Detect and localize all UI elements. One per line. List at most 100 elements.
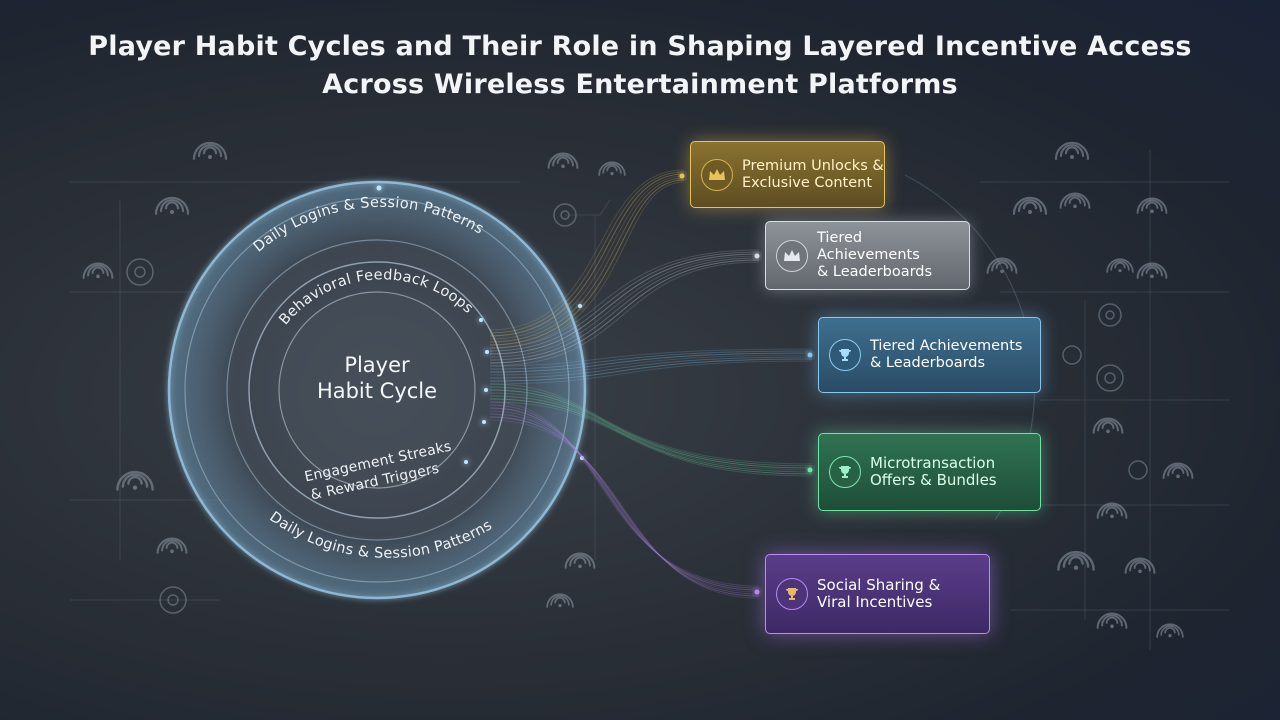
flow-line [489,259,760,364]
crown-icon [701,158,733,191]
card-text-line-1: Tiered Achievements [817,230,920,263]
outer-ring-inner-edge [184,197,570,583]
card-text-line-2: & Leaderboards [817,264,933,280]
flow-line [489,395,813,473]
card-text-line-1: Social Sharing & [817,576,941,594]
flow-endpoint-dot [754,253,760,259]
flow-line [489,255,760,358]
center-label: Player Habit Cycle [287,352,467,404]
title-line-1: Player Habit Cycles and Their Role in Sh… [88,31,1192,62]
flow-line [489,181,685,349]
wifi-icon [1054,141,1090,160]
wifi-icon [116,470,154,491]
flow-line [489,257,760,361]
flow-line [489,398,813,475]
wifi-icon [1057,550,1095,571]
flow-endpoint-dot [807,352,813,358]
card-text-line-1: Tiered Achievements [870,338,1023,354]
card-text-line-2: Exclusive Content [742,174,873,191]
flow-line [489,404,760,589]
card-text: Tiered Achievements & Leaderboards [870,338,1023,372]
wifi-icon [1106,258,1134,273]
incentive-card-social-sharing: Social Sharing & Viral Incentives [765,554,990,634]
flow-line [489,177,685,343]
connection-flows [489,169,813,599]
flow-line [489,360,813,385]
wifi-icon [564,552,596,569]
wifi-icon [1136,262,1168,279]
incentive-card-microtransaction: Microtransaction Offers & Bundles [818,433,1041,511]
flow-endpoint-dot [679,173,685,179]
card-text-line-2: Viral Incentives [817,593,933,611]
flow-line [489,175,685,340]
flow-line [489,352,813,373]
flow-line [489,356,813,379]
card-text-line-1: Premium Unlocks & [742,157,884,174]
wifi-icon [1156,623,1184,638]
card-text: Tiered Achievements & Leaderboards [817,230,969,281]
flow-line [489,253,760,355]
wifi-icon [1162,462,1194,479]
card-text: Microtransaction Offers & Bundles [870,455,997,489]
trophy-icon [776,578,808,610]
flow-line [489,383,813,465]
flow-line [489,350,813,370]
wifi-icon [1124,557,1156,574]
incentive-card-tiered-achievements-2: Tiered Achievements & Leaderboards [818,317,1041,393]
card-text: Social Sharing & Viral Incentives [817,577,940,611]
wifi-icon [547,152,579,169]
title-line-2: Across Wireless Entertainment Platforms [322,69,958,100]
flow-line [489,410,760,593]
target-icons-decoration [126,203,1148,614]
flow-line [489,401,760,587]
middle-ring [226,239,528,541]
flow-line [489,401,813,477]
flow-endpoint-dot [754,589,760,595]
incentive-card-tiered-achievements-1: Tiered Achievements & Leaderboards [765,221,970,290]
flow-line [489,392,813,471]
wifi-icon [154,196,190,215]
center-label-line-2: Habit Cycle [316,379,438,403]
flow-line [489,179,685,346]
flow-endpoint-dot [807,467,813,473]
wifi-icon [156,537,188,554]
wifi-icon [1012,196,1048,215]
wifi-icon [546,593,574,608]
trophy-icon [829,456,861,488]
flow-line [489,261,760,367]
flow-line [489,173,685,337]
flow-line [489,407,760,591]
flow-line [489,171,685,334]
flow-line [489,389,813,469]
card-text: Premium Unlocks & Exclusive Content [742,158,884,192]
flow-line [489,413,760,595]
wifi-icon [1136,197,1168,214]
flow-line [489,419,760,599]
card-text-line-1: Microtransaction [870,454,996,472]
wifi-icon [1092,417,1124,434]
flow-line [489,249,760,349]
wifi-icon [82,262,114,279]
flow-line [489,251,760,352]
flow-line [489,416,760,597]
page-title: Player Habit Cycles and Their Role in Sh… [40,28,1240,104]
wifi-icon [986,257,1018,274]
flow-line [489,386,813,467]
center-label-line-1: Player [344,353,410,377]
ring-dots [376,185,584,464]
wifi-icon [1096,612,1128,629]
wifi-icon [1096,502,1128,519]
trophy-icon [829,339,861,371]
flow-line [489,354,813,376]
wifi-icon [1059,192,1091,209]
card-text-line-2: Offers & Bundles [870,471,997,489]
incentive-card-premium-unlocks: Premium Unlocks & Exclusive Content [690,141,885,208]
wifi-icon [192,141,228,160]
flow-line [489,358,813,382]
card-text-line-2: & Leaderboards [870,355,986,371]
wifi-icons-decoration [82,141,1194,638]
flow-line [489,169,685,331]
flow-line [489,348,813,367]
